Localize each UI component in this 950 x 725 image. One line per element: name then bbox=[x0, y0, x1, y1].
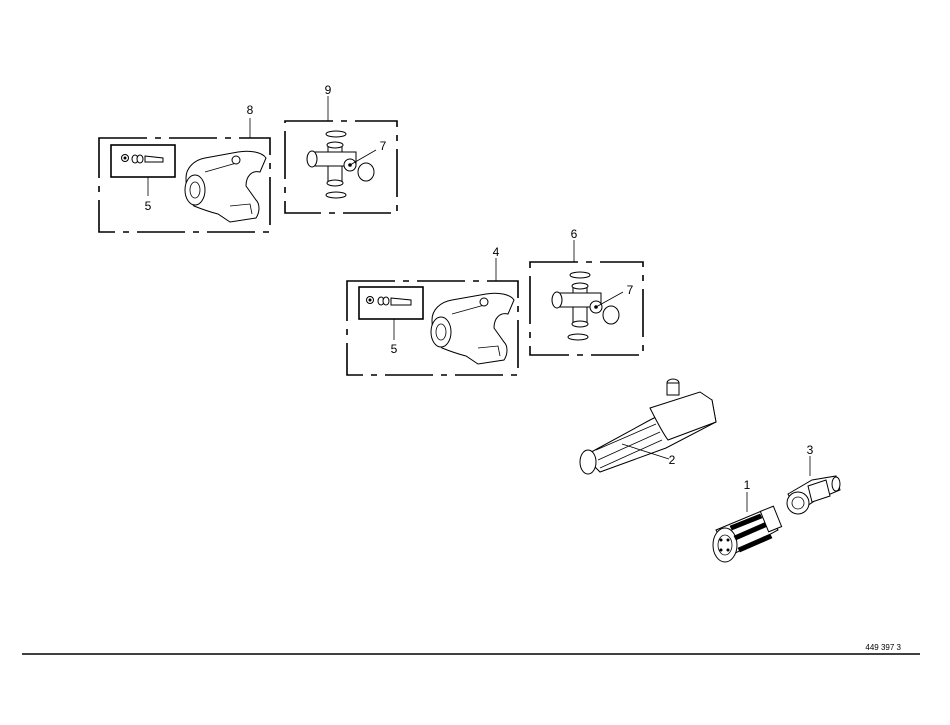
callout-6: 6 bbox=[571, 227, 578, 241]
spider-cross-9 bbox=[306, 130, 377, 199]
yoke-assembly-8: 8 5 bbox=[98, 103, 271, 233]
yoke-8 bbox=[184, 150, 267, 223]
callout-3: 3 bbox=[807, 443, 814, 457]
callout-8: 8 bbox=[247, 103, 254, 117]
cross-kit-9: 9 7 bbox=[284, 83, 398, 214]
callout-4: 4 bbox=[493, 245, 500, 259]
callout-5-upper: 5 bbox=[145, 199, 152, 213]
drawing-reference-number: 449 397 3 bbox=[865, 643, 901, 652]
callout-9: 9 bbox=[325, 83, 332, 97]
callout-1: 1 bbox=[744, 478, 751, 492]
cross-kit-6: 6 7 bbox=[529, 227, 644, 356]
pin-kit-5-upper bbox=[110, 144, 176, 196]
callout-2: 2 bbox=[669, 453, 676, 467]
pin-kit-5-lower bbox=[358, 286, 424, 340]
yoke-4 bbox=[430, 292, 515, 365]
splined-shaft-2: 2 bbox=[579, 378, 717, 475]
spider-cross-6 bbox=[551, 271, 624, 341]
callout-5-lower: 5 bbox=[391, 342, 398, 356]
yoke-assembly-4: 4 5 bbox=[346, 245, 519, 376]
callout-7-lower: 7 bbox=[627, 283, 634, 297]
adapter-fitting-3: 3 bbox=[786, 443, 841, 515]
quick-coupling-1: 1 bbox=[712, 478, 783, 563]
callout-7-upper: 7 bbox=[380, 139, 387, 153]
